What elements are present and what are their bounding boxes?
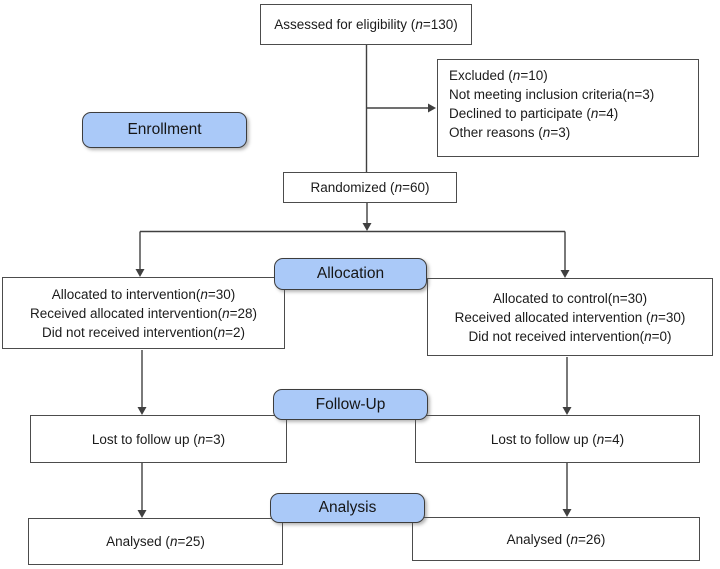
stage-label-enrollment: Enrollment <box>82 112 247 148</box>
arrowhead-followup-right <box>562 407 572 415</box>
stage-label-followup: Follow-Up <box>273 389 428 420</box>
arrowhead-split <box>362 223 372 231</box>
allocation-control-line-1: Allocated to control(n=30) <box>492 290 648 306</box>
followup-control-box: Lost to follow up (n=4) <box>415 415 700 463</box>
stage-label-allocation: Allocation <box>274 258 427 290</box>
allocation-intervention-line-3: Did not received intervention(n=2) <box>42 324 245 340</box>
randomized-text: Randomized (n=60) <box>310 180 430 195</box>
analysed-intervention-box: Analysed (n=25) <box>28 518 283 565</box>
arrowhead-excluded <box>428 103 436 113</box>
arrowhead-alloc-left <box>135 269 145 277</box>
assessed-eligibility-box: Assessed for eligibility (n=130) <box>260 4 472 45</box>
randomized-box: Randomized (n=60) <box>283 172 457 203</box>
arrowhead-analysis-right <box>562 509 572 517</box>
arrowhead-analysis-left <box>137 510 147 518</box>
allocation-intervention-line-2: Received allocated intervention(n=28) <box>29 305 258 321</box>
excluded-box: Excluded (n=10) Not meeting inclusion cr… <box>437 59 699 157</box>
followup-intervention-box: Lost to follow up (n=3) <box>30 415 287 463</box>
analysed-intervention-text: Analysed (n=25) <box>106 534 205 549</box>
excluded-line-1: Excluded (n=10) <box>449 68 548 83</box>
stage-label-analysis-text: Analysis <box>318 499 377 516</box>
followup-control-text: Lost to follow up (n=4) <box>490 431 625 447</box>
allocation-intervention-line-1: Allocated to intervention(n=30) <box>51 286 236 302</box>
arrowhead-alloc-right <box>560 270 570 278</box>
arrowhead-followup-left <box>137 407 147 415</box>
followup-intervention-text: Lost to follow up (n=3) <box>91 431 226 447</box>
stage-label-followup-text: Follow-Up <box>315 395 386 413</box>
allocation-intervention-box: Allocated to intervention(n=30) Received… <box>2 277 285 349</box>
stage-label-analysis: Analysis <box>270 493 425 523</box>
allocation-control-line-2: Received allocated intervention (n=30) <box>454 309 686 325</box>
excluded-line-4: Other reasons (n=3) <box>449 125 571 140</box>
analysed-control-box: Analysed (n=26) <box>412 517 700 561</box>
allocation-control-line-3: Did not received intervention(n=0) <box>468 328 672 344</box>
allocation-control-box: Allocated to control(n=30) Received allo… <box>427 278 713 356</box>
stage-label-enrollment-text: Enrollment <box>127 121 202 138</box>
excluded-line-3: Declined to participate (n=4) <box>449 106 619 121</box>
analysed-control-text: Analysed (n=26) <box>506 531 606 547</box>
stage-label-allocation-text: Allocation <box>316 265 385 282</box>
excluded-line-2: Not meeting inclusion criteria(n=3) <box>449 87 655 102</box>
assessed-eligibility-text: Assessed for eligibility (n=130) <box>274 17 458 32</box>
